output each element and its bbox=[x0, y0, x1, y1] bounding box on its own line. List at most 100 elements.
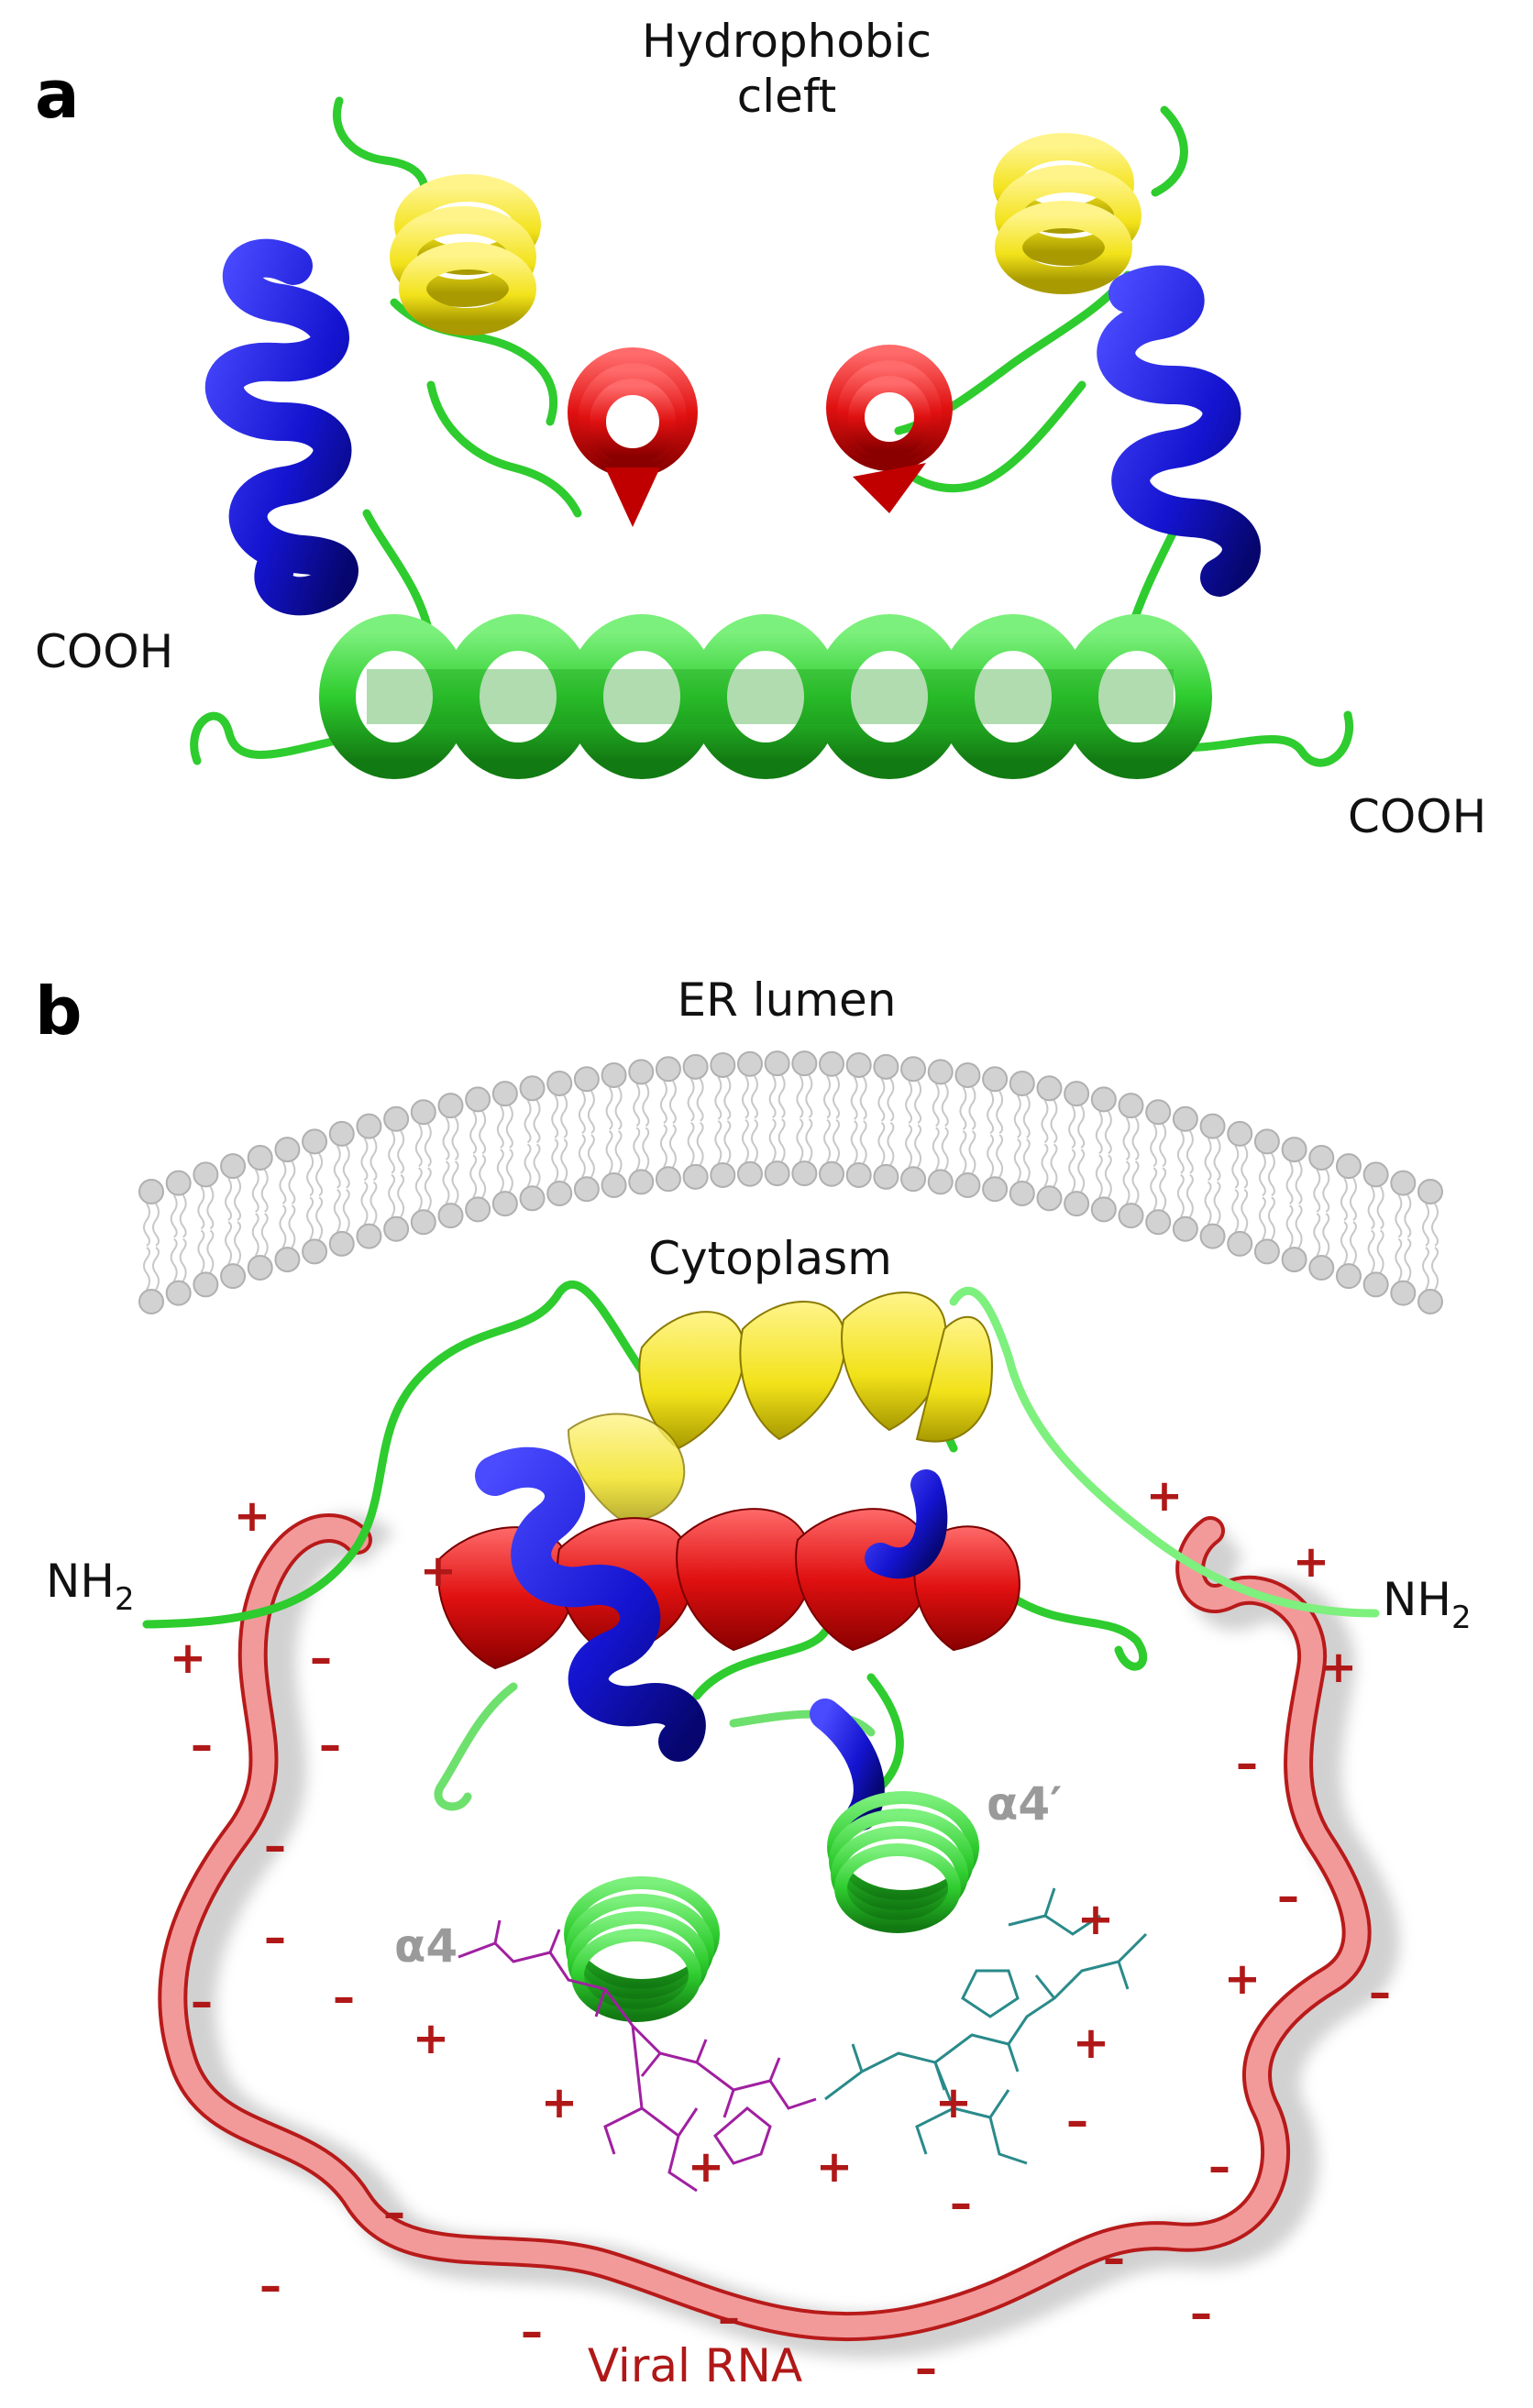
lipid-tail bbox=[1213, 1138, 1221, 1182]
lipid-tail bbox=[197, 1229, 205, 1273]
lipid-head bbox=[165, 1170, 192, 1196]
lipid-tail bbox=[914, 1080, 922, 1125]
panel-a: a Hydrophobic cleft COOH COOH bbox=[35, 15, 1486, 843]
panel-b: b ER lumen Cytoplasm Viral RNA NH2 NH2 bbox=[35, 973, 1472, 2394]
lipid-tail bbox=[668, 1080, 677, 1125]
lipid-tail bbox=[1104, 1110, 1112, 1155]
lipid-head bbox=[1362, 1271, 1389, 1298]
lipid-tail bbox=[360, 1181, 369, 1226]
lipid-head bbox=[791, 1160, 818, 1187]
lipid-tail bbox=[1267, 1152, 1275, 1197]
minus-charge: – bbox=[264, 1820, 286, 1872]
lipid-head bbox=[383, 1215, 410, 1242]
lipid-tail bbox=[1186, 1173, 1194, 1218]
lipid-tail bbox=[614, 1086, 623, 1130]
cooh-right-label: COOH bbox=[1348, 790, 1486, 843]
lipid-head bbox=[764, 1160, 790, 1187]
lipid-head bbox=[655, 1166, 681, 1193]
lipid-tail bbox=[1122, 1160, 1130, 1204]
lipid-tail bbox=[505, 1105, 513, 1149]
lipid-tail bbox=[741, 1118, 749, 1163]
lipid-tail bbox=[397, 1173, 405, 1218]
lipid-tail bbox=[1122, 1116, 1130, 1160]
minus-charge: – bbox=[264, 1912, 286, 1963]
lipid-head bbox=[1417, 1179, 1443, 1204]
lipid-tail bbox=[1241, 1145, 1249, 1189]
lipid-head bbox=[710, 1161, 736, 1188]
lipid-head bbox=[573, 1066, 600, 1093]
lipid-tail bbox=[1041, 1143, 1049, 1187]
red-helix-right bbox=[826, 345, 953, 513]
lipid-tail bbox=[1159, 1123, 1167, 1168]
side-chains-teal bbox=[824, 1887, 1148, 2165]
lipid-tail bbox=[469, 1154, 478, 1198]
lipid-tail bbox=[796, 1118, 804, 1162]
lipid-tail bbox=[342, 1189, 350, 1233]
lipid-head bbox=[845, 1051, 872, 1078]
lipid-tail bbox=[1022, 1138, 1031, 1182]
lipid-head bbox=[573, 1176, 600, 1203]
lipid-tail bbox=[1349, 1221, 1357, 1265]
lipid-head bbox=[873, 1053, 899, 1080]
lipid-tail bbox=[1295, 1160, 1303, 1204]
lipid-head bbox=[1009, 1070, 1035, 1096]
lipid-tail bbox=[1204, 1138, 1212, 1182]
lipid-head bbox=[437, 1203, 464, 1229]
minus-charge: – bbox=[1277, 1871, 1299, 1922]
lipid-tail bbox=[750, 1118, 758, 1163]
lipid-tail bbox=[642, 1127, 650, 1171]
plus-charge: + bbox=[234, 1490, 270, 1542]
lipid-tail bbox=[315, 1196, 324, 1240]
lipid-tail bbox=[941, 1083, 949, 1127]
minus-charge: – bbox=[383, 2187, 405, 2238]
lipid-head bbox=[465, 1196, 491, 1223]
lipid-tail bbox=[1349, 1177, 1357, 1221]
lipid-tail bbox=[1077, 1105, 1086, 1149]
lipid-tail bbox=[642, 1083, 650, 1127]
minus-charge: – bbox=[1066, 2095, 1088, 2147]
lipid-tail bbox=[279, 1160, 287, 1204]
lipid-tail bbox=[342, 1145, 350, 1189]
lipid-head bbox=[519, 1185, 546, 1212]
plus-charge: + bbox=[688, 2141, 724, 2193]
lipid-tail bbox=[859, 1120, 867, 1164]
lipid-tail bbox=[479, 1110, 487, 1155]
red-helix-b bbox=[437, 1508, 1020, 1670]
lipid-tail bbox=[905, 1080, 913, 1125]
lipid-head bbox=[1308, 1145, 1335, 1171]
lipid-tail bbox=[1159, 1167, 1167, 1211]
lipid-tail bbox=[1068, 1105, 1076, 1149]
lipid-head bbox=[138, 1179, 164, 1204]
lipid-tail bbox=[1131, 1116, 1140, 1160]
lipid-tail bbox=[524, 1099, 532, 1144]
lipid-tail bbox=[1176, 1173, 1185, 1218]
lipid-tail bbox=[1022, 1094, 1031, 1138]
lipid-tail bbox=[505, 1149, 513, 1193]
lipid-tail bbox=[578, 1134, 586, 1178]
lipid-tail bbox=[179, 1237, 187, 1282]
minus-charge: – bbox=[319, 1720, 341, 1771]
green-helix-coil bbox=[1062, 614, 1212, 779]
minus-charge: – bbox=[915, 2343, 937, 2394]
lipid-tail bbox=[533, 1099, 541, 1144]
lipid-head bbox=[274, 1247, 301, 1273]
lipid-tail bbox=[369, 1181, 378, 1226]
viral-rna-label: Viral RNA bbox=[588, 2339, 802, 2392]
lipid-tail bbox=[551, 1094, 559, 1138]
lipid-head bbox=[165, 1280, 192, 1306]
lipid-head bbox=[628, 1059, 655, 1085]
lipid-tail bbox=[823, 1118, 832, 1163]
lipid-tail bbox=[225, 1221, 233, 1265]
lipid-tail bbox=[968, 1086, 976, 1130]
lipid-tail bbox=[288, 1204, 296, 1248]
lipid-tail bbox=[805, 1118, 813, 1162]
lipid-head bbox=[1390, 1280, 1417, 1306]
nh2-right-label: NH2 bbox=[1383, 1573, 1472, 1636]
lipid-tail bbox=[633, 1127, 641, 1171]
lipid-tail bbox=[206, 1185, 215, 1230]
lipid-head bbox=[900, 1166, 927, 1193]
lipid-tail bbox=[659, 1080, 667, 1125]
cleft-label-line1: Hydrophobic bbox=[642, 15, 932, 68]
lipid-head bbox=[736, 1050, 763, 1077]
minus-charge: – bbox=[1103, 2233, 1125, 2284]
